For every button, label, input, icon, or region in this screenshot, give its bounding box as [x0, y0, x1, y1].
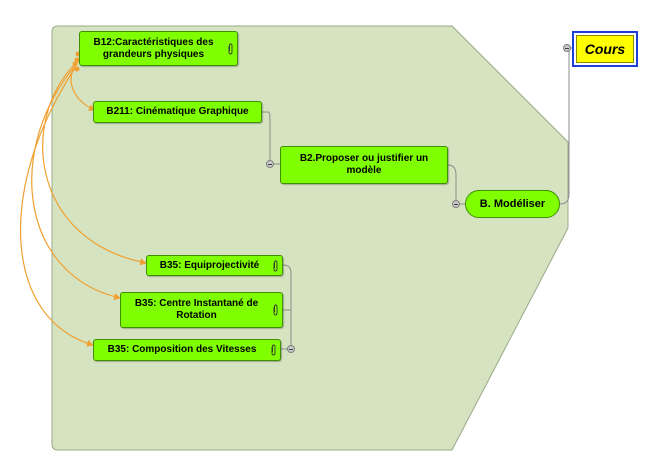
attachment-icon[interactable]: [227, 43, 234, 55]
node-b35-cir-label: B35: Centre Instantané de Rotation: [134, 298, 259, 321]
connector-equi-group: [281, 264, 292, 350]
node-cours-inner: Cours: [576, 35, 634, 63]
connector-b2-bmod: [447, 164, 465, 205]
connector-bmod-cours: [559, 47, 573, 205]
node-b35-composition[interactable]: B35: Composition des Vitesses: [93, 339, 281, 361]
node-b35-cir[interactable]: B35: Centre Instantané de Rotation: [120, 292, 283, 328]
node-b2-label: B2.Proposer ou justifier un modèle: [299, 153, 429, 176]
attachment-icon[interactable]: [272, 304, 279, 316]
arrow-b12-cir: [31, 65, 121, 301]
node-b35-comp-label: B35: Composition des Vitesses: [107, 344, 257, 355]
node-b211[interactable]: B211: Cinématique Graphique: [93, 101, 262, 123]
attachment-icon[interactable]: [272, 260, 279, 272]
node-b12[interactable]: B12:Caractéristiques des grandeurs physi…: [79, 31, 238, 66]
arrow-b12-equi: [42, 63, 147, 266]
connector-b211-b2: [262, 111, 280, 165]
collapse-knob-icon[interactable]: [287, 345, 295, 353]
arrow-b12-comp: [19, 67, 94, 347]
attachment-icon[interactable]: [270, 344, 277, 356]
node-b-modeliser[interactable]: B. Modéliser: [465, 190, 560, 218]
node-cours[interactable]: Cours: [572, 31, 638, 67]
node-b2[interactable]: B2.Proposer ou justifier un modèle: [280, 146, 448, 184]
node-b35-equi-label: B35: Equiprojectivité: [159, 259, 260, 271]
collapse-knob-icon[interactable]: [266, 160, 274, 168]
collapse-knob-icon[interactable]: [452, 200, 460, 208]
node-b35-equiprojectivite[interactable]: B35: Equiprojectivité: [146, 255, 283, 276]
node-b211-label: B211: Cinématique Graphique: [106, 106, 249, 117]
boundary-shape: [51, 25, 569, 451]
node-cours-label: Cours: [584, 41, 626, 57]
collapse-knob-icon[interactable]: [563, 44, 571, 52]
node-b12-label: B12:Caractéristiques des grandeurs physi…: [93, 36, 214, 60]
tree-connectors: [262, 47, 573, 350]
node-b-modeliser-label: B. Modéliser: [479, 198, 546, 210]
